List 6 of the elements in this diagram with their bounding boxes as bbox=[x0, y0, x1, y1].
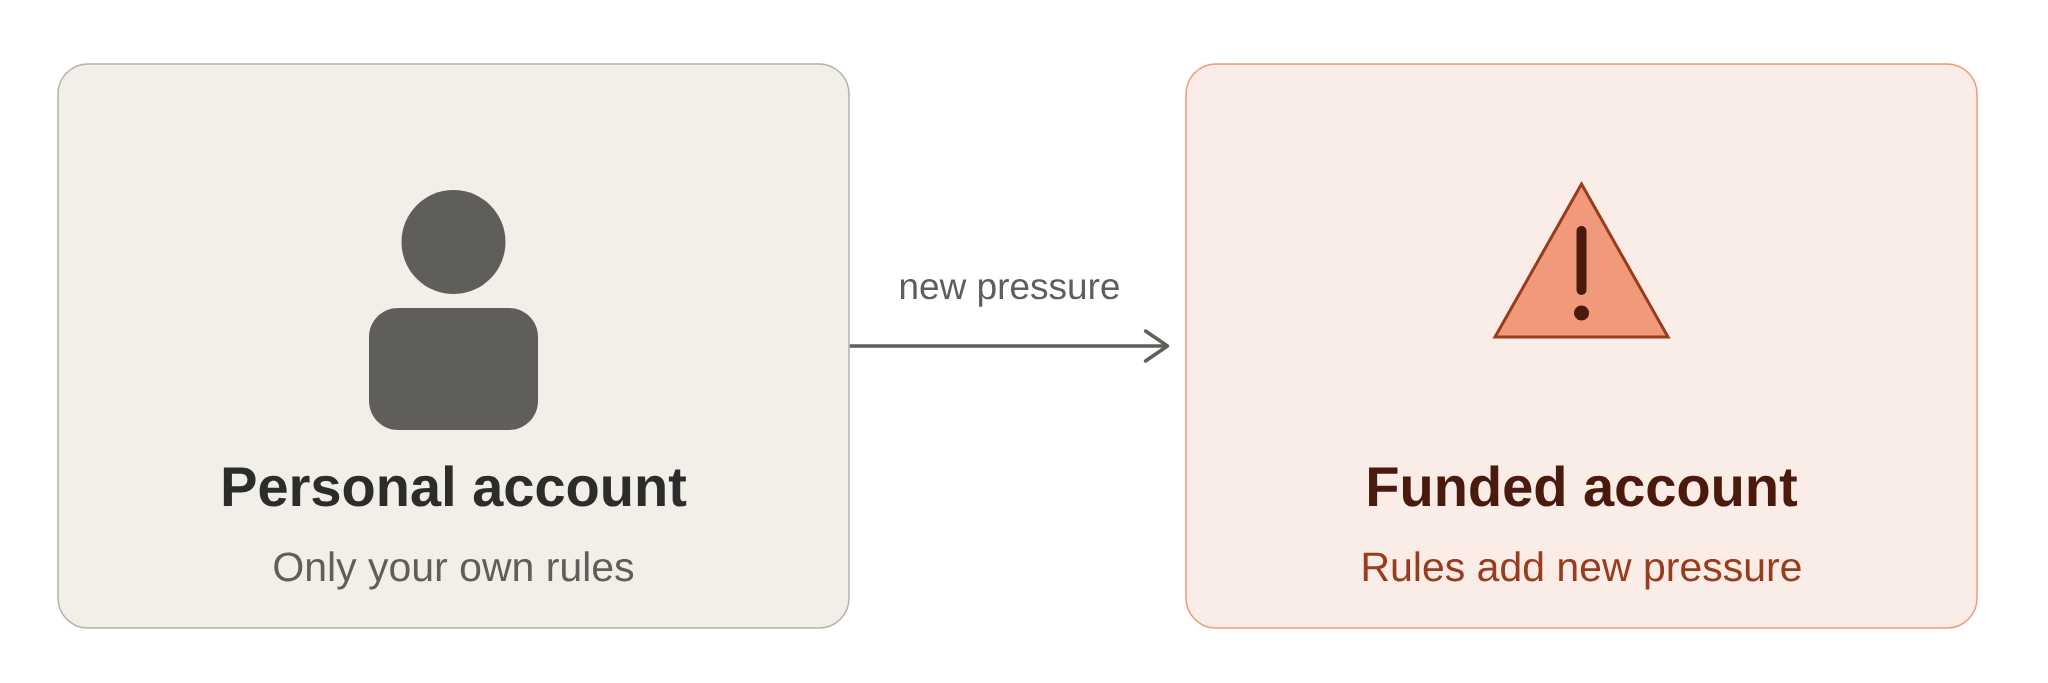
card-title: Funded account bbox=[1369, 465, 1798, 507]
arrow bbox=[849, 329, 1170, 363]
card-title: Personal account bbox=[223, 465, 687, 507]
edge-label: new pressure bbox=[900, 279, 1119, 307]
card-subtitle: Only your own rules bbox=[274, 551, 634, 590]
card-subtitle: Rules add new pressure bbox=[1363, 551, 1801, 590]
